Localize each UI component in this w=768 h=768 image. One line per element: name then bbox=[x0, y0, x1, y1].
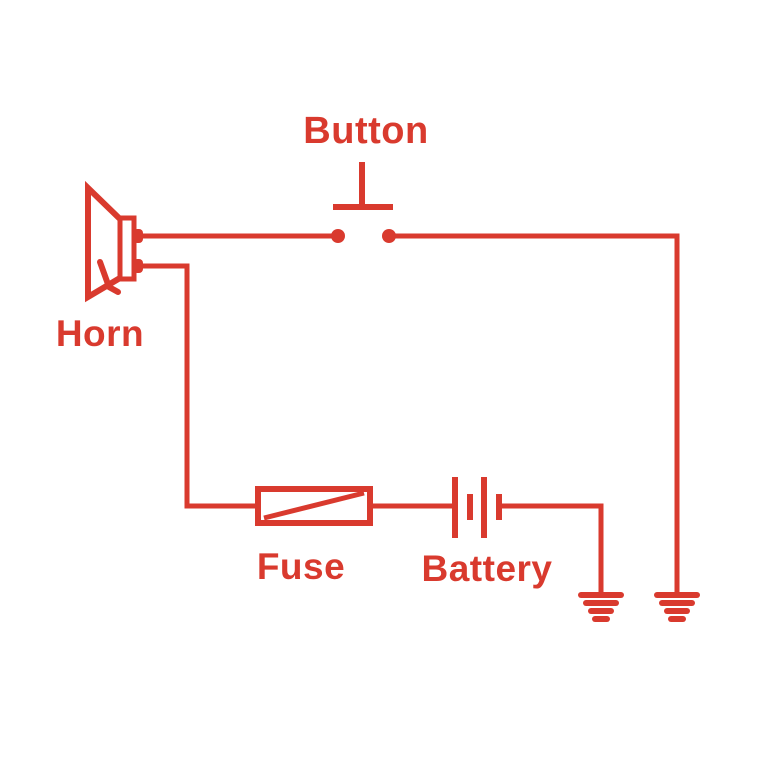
battery-symbol bbox=[452, 477, 502, 538]
wire-battery-to-ground bbox=[502, 503, 604, 592]
horn-driver-body bbox=[117, 215, 137, 282]
button-label: Button bbox=[303, 110, 429, 152]
fuse-symbol bbox=[255, 486, 373, 526]
wire-button-to-ground bbox=[389, 233, 680, 592]
fuse-element bbox=[263, 490, 365, 521]
ground-right-icon bbox=[654, 592, 700, 622]
horn-label: Horn bbox=[55, 313, 145, 354]
horn-cone bbox=[85, 180, 123, 303]
switch-contact-right bbox=[382, 229, 396, 243]
horn-terminal-bottom bbox=[133, 259, 143, 273]
horn-bracket bbox=[97, 259, 121, 295]
horn-symbol bbox=[85, 180, 143, 303]
wire-horn-to-fuse bbox=[140, 263, 258, 509]
fuse-label: Fuse bbox=[256, 546, 346, 587]
horn-terminal-top bbox=[133, 229, 143, 243]
battery-label: Battery bbox=[421, 548, 553, 589]
wires bbox=[140, 233, 680, 592]
ground-left-icon bbox=[578, 592, 624, 622]
switch-contact-left bbox=[331, 229, 345, 243]
button-switch-symbol bbox=[331, 162, 396, 243]
